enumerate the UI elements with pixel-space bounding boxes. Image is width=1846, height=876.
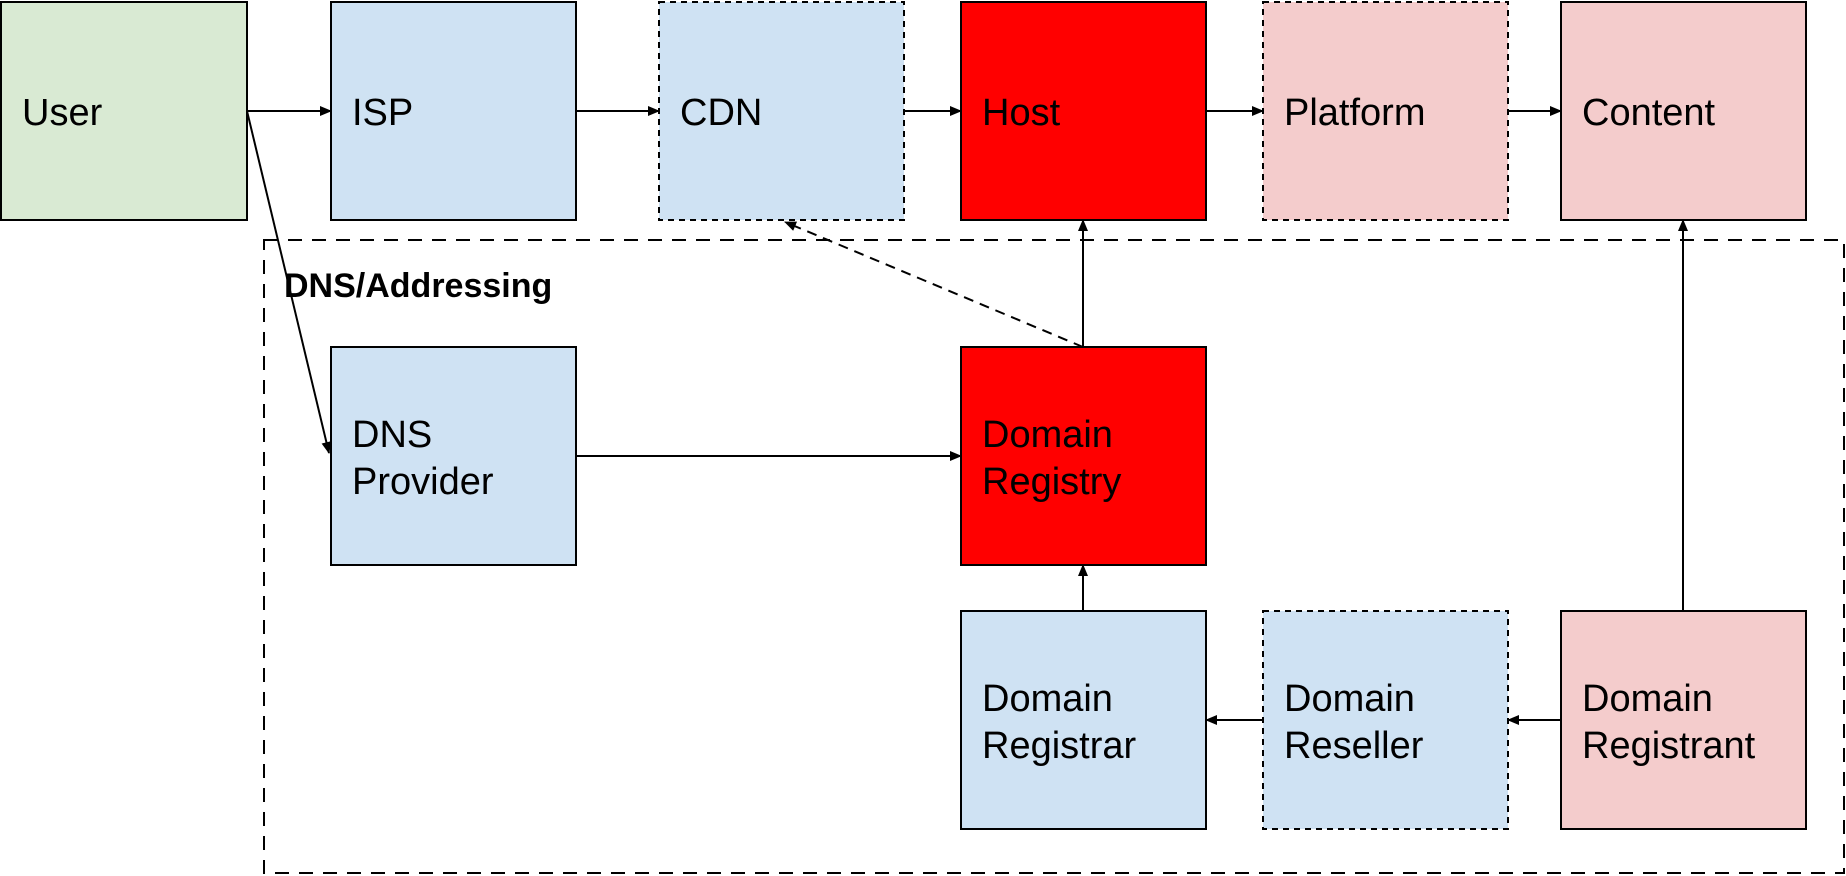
node-platform: Platform xyxy=(1262,1,1509,221)
node-dns-provider-box xyxy=(330,346,577,566)
node-domain-reseller-box xyxy=(1262,610,1509,830)
node-host-box xyxy=(960,1,1207,221)
node-domain-registry-label-line-1: Domain xyxy=(982,414,1113,456)
node-domain-registry-box xyxy=(960,346,1207,566)
node-dns-provider: DNS Provider xyxy=(330,346,577,566)
node-domain-registry: Domain Registry xyxy=(960,346,1207,566)
node-content-label: Content xyxy=(1582,92,1716,134)
node-cdn-box xyxy=(658,1,905,221)
node-user: User xyxy=(0,1,248,221)
node-isp-box xyxy=(330,1,577,221)
node-isp: ISP xyxy=(330,1,577,221)
node-domain-registrar-label-line-2: Registrar xyxy=(982,725,1136,767)
node-cdn-label: CDN xyxy=(680,92,762,134)
node-domain-reseller-label-line-1: Domain xyxy=(1284,678,1415,720)
node-domain-registrar-box xyxy=(960,610,1207,830)
node-domain-registrar-label-line-1: Domain xyxy=(982,678,1113,720)
node-dns-provider-label-line-1: DNS xyxy=(352,414,432,456)
node-isp-label-line: ISP xyxy=(352,92,413,134)
node-dns-provider-label-line-2: Provider xyxy=(352,461,494,503)
node-domain-registrant-label-line-2: Registrant xyxy=(1582,725,1756,767)
node-domain-reseller-label: Domain Reseller xyxy=(1284,678,1426,767)
node-host-label-line: Host xyxy=(982,92,1061,134)
node-domain-registrant-label: Domain Registrant xyxy=(1582,678,1756,767)
edges-layer xyxy=(246,106,1688,725)
edge-domain-registry-to-cdn xyxy=(784,221,1084,348)
dns-addressing-group-border xyxy=(263,239,1845,874)
edge-user-to-dns-provider xyxy=(246,110,332,454)
node-cdn: CDN xyxy=(658,1,905,221)
node-content-label-line: Content xyxy=(1582,92,1716,134)
node-domain-registry-label-line-2: Registry xyxy=(982,461,1121,503)
node-user-box xyxy=(0,1,248,221)
node-domain-registrar: Domain Registrar xyxy=(960,610,1207,830)
node-platform-box xyxy=(1262,1,1509,221)
dns-addressing-group-label: DNS/Addressing xyxy=(284,267,552,305)
node-content-box xyxy=(1560,1,1807,221)
node-platform-label-line: Platform xyxy=(1284,92,1425,134)
node-content: Content xyxy=(1560,1,1807,221)
node-user-label: User xyxy=(22,92,103,134)
node-domain-registry-label: Domain Registry xyxy=(982,414,1124,503)
node-dns-provider-label: DNS Provider xyxy=(352,414,494,503)
node-host-label: Host xyxy=(982,92,1061,134)
node-domain-registrant-box xyxy=(1560,610,1807,830)
node-cdn-label-line: CDN xyxy=(680,92,762,134)
node-host: Host xyxy=(960,1,1207,221)
node-platform-label: Platform xyxy=(1284,92,1425,134)
node-domain-reseller-label-line-2: Reseller xyxy=(1284,725,1424,767)
node-domain-reseller: Domain Reseller xyxy=(1262,610,1509,830)
node-domain-registrar-label: Domain Registrar xyxy=(982,678,1136,767)
node-isp-label: ISP xyxy=(352,92,413,134)
node-domain-registrant: Domain Registrant xyxy=(1560,610,1807,830)
dns-addressing-group: DNS/Addressing xyxy=(263,239,1845,874)
node-user-label-line: User xyxy=(22,92,103,134)
node-domain-registrant-label-line-1: Domain xyxy=(1582,678,1713,720)
